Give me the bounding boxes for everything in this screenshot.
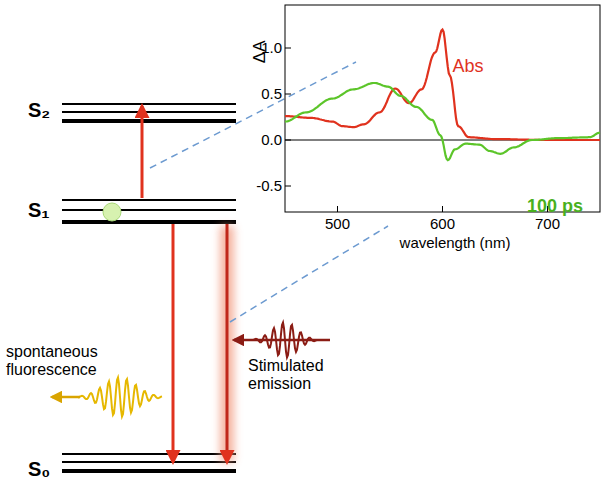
energy-levels [62, 104, 236, 471]
stimulated-arrow [226, 224, 229, 462]
probe-arrow [234, 339, 330, 342]
axis-ticks [285, 48, 548, 212]
curve-label: 100 ps [527, 196, 597, 217]
plot-frame [285, 5, 600, 212]
tick [285, 94, 291, 95]
state-label: S₂ [28, 99, 58, 122]
tick [285, 48, 291, 49]
tick [285, 186, 291, 187]
absorption-curve [285, 30, 600, 140]
axis-tick-label: 500 [318, 215, 358, 232]
curve-label: Abs [453, 56, 503, 77]
state-label: S₁ [28, 199, 58, 222]
excited-population [103, 203, 121, 221]
axis-tick-label: 700 [528, 215, 568, 232]
axis-tick-label: 0.5 [248, 85, 282, 102]
fluorescence-photon [78, 378, 162, 417]
leader-line [150, 62, 356, 168]
axis-tick-label: -0.5 [248, 177, 282, 194]
leader-line [230, 226, 388, 322]
process-label: Stimulated emission [248, 357, 348, 394]
excitation-arrow [141, 106, 144, 198]
state-label: S₀ [28, 458, 58, 481]
axis-title: wavelength (nm) [380, 234, 530, 251]
transient-curve [285, 83, 600, 160]
tick [337, 206, 338, 212]
axis-tick-label: 0.0 [248, 131, 282, 148]
axis-title: ΔA [250, 32, 270, 72]
fluorescence-arrow [172, 224, 175, 462]
tick [285, 140, 291, 141]
photon-arrow [52, 396, 80, 399]
axis-tick-label: 600 [423, 215, 463, 232]
tick [442, 206, 443, 212]
process-label: spontaneous fluorescence [6, 343, 116, 380]
